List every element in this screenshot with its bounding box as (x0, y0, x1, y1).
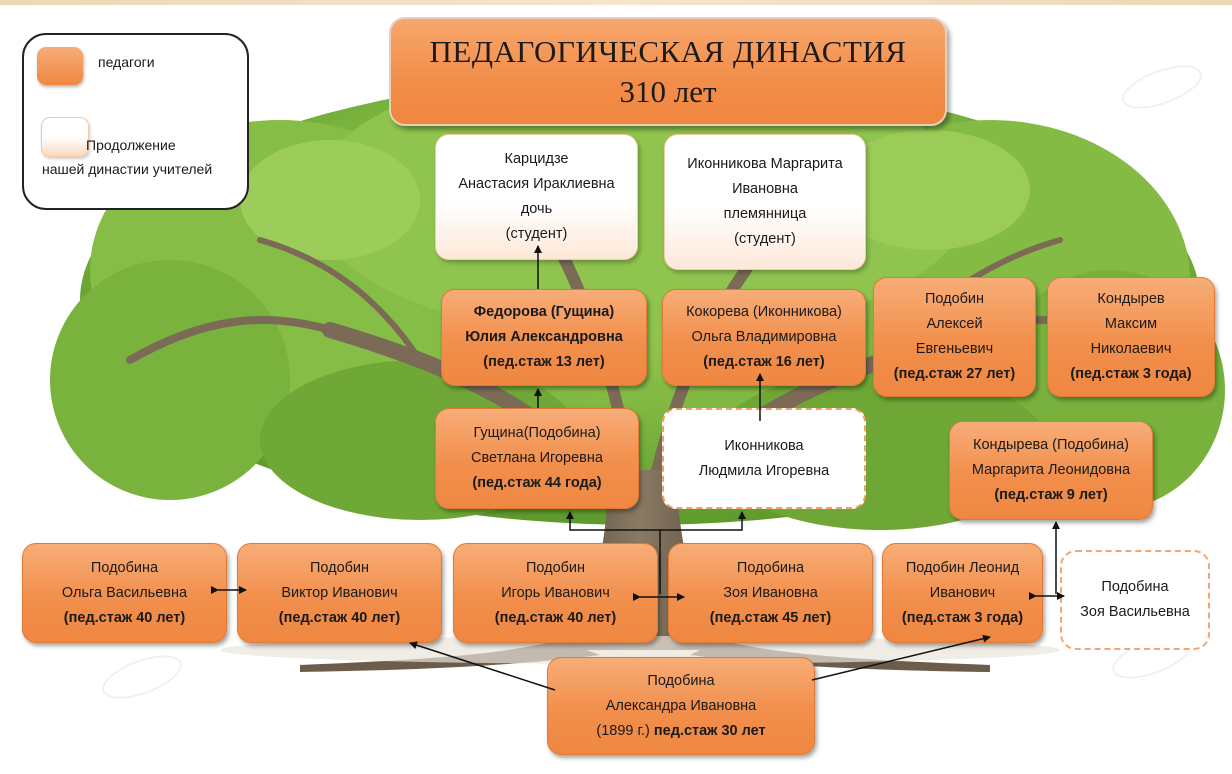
node-text: Подобин Леонид (905, 559, 1020, 576)
legend-label-continuation-line1: Продолжение (86, 137, 176, 153)
node-text: Подобин (924, 291, 985, 307)
node-text: (пед.стаж 9 лет) (994, 487, 1108, 503)
node-text: Кондырева (Подобина) (973, 437, 1129, 453)
node-ikonnikova-lyudmila: Иконникова Людмила Игоревна (662, 408, 866, 509)
node-text: (1899 г.) (596, 722, 654, 739)
node-text: Виктор Иванович (281, 584, 398, 601)
node-text: Подобина (1101, 579, 1169, 595)
node-text: Подобин (309, 559, 370, 576)
top-border-strip (0, 0, 1232, 5)
node-text: (пед.стаж 13 лет) (483, 354, 605, 370)
node-text: Иконникова (724, 437, 804, 454)
node-text: дочь (520, 201, 553, 217)
node-text: Федорова (Гущина) (473, 304, 615, 320)
legend-swatch-teachers (37, 47, 83, 85)
node-podobin-leonid: Подобин Леонид Иванович (пед.стаж 3 года… (882, 543, 1043, 643)
node-text: пед.стаж 30 лет (653, 722, 766, 739)
node-text: Иконникова Маргарита (687, 156, 843, 172)
node-text: (пед.стаж 16 лет) (703, 354, 825, 370)
node-text: (пед.стаж 40 лет) (278, 609, 401, 626)
node-text: Зоя Ивановна (723, 584, 818, 601)
node-text: (пед.стаж 3 года) (901, 609, 1024, 626)
node-text: Николаевич (1090, 341, 1172, 357)
node-text: Гущина(Подобина) (473, 425, 601, 441)
node-fedorova: Федорова (Гущина) Юлия Александровна (пе… (441, 289, 647, 386)
node-text: Игорь Иванович (501, 584, 610, 601)
node-text-row: (1899 г.) пед.стаж 30 лет (596, 719, 765, 744)
diagram-title: ПЕДАГОГИЧЕСКАЯ ДИНАСТИЯ 310 лет (389, 17, 947, 126)
node-text: Юлия Александровна (465, 329, 623, 345)
node-text: Максим (1104, 316, 1158, 332)
node-podobina-aleksandra: Подобина Александра Ивановна (1899 г.) п… (547, 657, 815, 755)
node-text: Подобина (90, 559, 159, 576)
node-podobin-aleksey: Подобин Алексей Евгеньевич (пед.стаж 27 … (873, 277, 1036, 397)
node-text: Светлана Игоревна (471, 450, 603, 466)
node-text: (студент) (734, 231, 796, 247)
node-podobina-zoya-vasilevna: Подобина Зоя Васильевна (1060, 550, 1210, 650)
node-kondyrev: Кондырев Максим Николаевич (пед.стаж 3 г… (1047, 277, 1215, 397)
node-text: (пед.стаж 44 года) (472, 475, 602, 491)
legend-swatch-continuation (41, 117, 89, 157)
node-text: Людмила Игоревна (698, 462, 830, 479)
node-podobina-zoya-ivanovna: Подобина Зоя Ивановна (пед.стаж 45 лет) (668, 543, 873, 643)
node-text: Евгеньевич (915, 341, 994, 357)
node-text: Кокорева (Иконникова) (686, 304, 842, 320)
node-text: Алексей (926, 316, 983, 332)
title-line1: ПЕДАГОГИЧЕСКАЯ ДИНАСТИЯ (429, 33, 907, 69)
node-text: Подобина (647, 672, 715, 689)
node-text: племянница (723, 206, 807, 222)
node-text: (пед.стаж 3 года) (1070, 366, 1192, 382)
node-text: (пед.стаж 40 лет) (494, 609, 617, 626)
node-kartsidze: Карцидзе Анастасия Ираклиевна дочь (студ… (435, 134, 638, 260)
node-text: (пед.стаж 45 лет) (709, 609, 832, 626)
node-text: Ивановна (732, 181, 798, 197)
node-text: Карцидзе (504, 151, 569, 167)
node-podobin-viktor: Подобин Виктор Иванович (пед.стаж 40 лет… (237, 543, 442, 643)
legend-label-continuation-line2: нашей династии учителей (42, 161, 213, 177)
node-text: Ольга Васильевна (61, 584, 188, 601)
node-text: Ольга Владимировна (691, 329, 837, 345)
node-text: (пед.стаж 40 лет) (63, 609, 186, 626)
node-text: Зоя Васильевна (1080, 604, 1190, 620)
node-text: Иванович (929, 584, 996, 601)
node-text: Маргарита Леонидовна (971, 462, 1131, 478)
node-text: Подобина (736, 559, 805, 576)
node-text: Подобин (525, 559, 586, 576)
node-gushchina: Гущина(Подобина) Светлана Игоревна (пед.… (435, 408, 639, 509)
node-ikonnikova-margarita: Иконникова Маргарита Ивановна племянница… (664, 134, 866, 270)
node-text: Анастасия Ираклиевна (458, 176, 615, 192)
node-text: Кондырев (1097, 291, 1165, 307)
node-kokoreva: Кокорева (Иконникова) Ольга Владимировна… (662, 289, 866, 386)
node-kondyreva: Кондырева (Подобина) Маргарита Леонидовн… (949, 421, 1153, 520)
node-text: (студент) (505, 226, 568, 242)
node-podobina-olga: Подобина Ольга Васильевна (пед.стаж 40 л… (22, 543, 227, 643)
node-text: (пед.стаж 27 лет) (893, 366, 1016, 382)
node-text: Александра Ивановна (605, 697, 757, 714)
title-line2: 310 лет (619, 73, 717, 109)
node-podobin-igor: Подобин Игорь Иванович (пед.стаж 40 лет) (453, 543, 658, 643)
legend: педагоги Продолжение нашей династии учит… (22, 33, 249, 210)
legend-label-teachers: педагоги (98, 54, 155, 70)
